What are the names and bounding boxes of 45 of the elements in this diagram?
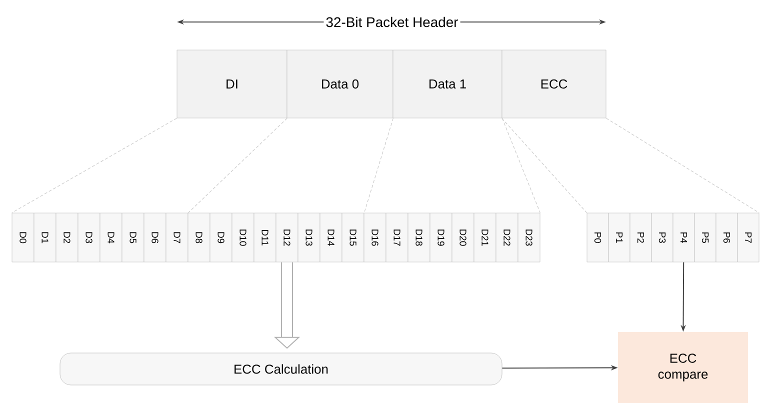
expansion-line [188, 118, 288, 214]
bit-cell: P0 [586, 212, 609, 262]
bit-cell: D9 [210, 212, 232, 262]
bit-cell: D0 [12, 212, 34, 262]
bit-cell: D18 [408, 212, 430, 262]
bit-cell: P7 [737, 212, 760, 262]
header-field-box: DI [176, 50, 288, 118]
bit-cell: D14 [320, 212, 342, 262]
expansion-line [502, 118, 540, 214]
compare-box: ECC compare [618, 332, 748, 403]
bit-cell: D8 [188, 212, 210, 262]
expansion-line [12, 118, 178, 214]
bit-cell: D3 [78, 212, 100, 262]
bit-cell: D22 [496, 212, 518, 262]
expansion-line [502, 118, 588, 214]
title: 32-Bit Packet Header [324, 14, 460, 30]
bit-cell: D16 [364, 212, 386, 262]
header-field-box: Data 1 [392, 50, 502, 118]
bit-cell: D23 [518, 212, 540, 262]
bit-cell: P3 [651, 212, 674, 262]
expansion-line [364, 118, 394, 214]
bit-cell: D19 [430, 212, 452, 262]
bit-cell: D15 [342, 212, 364, 262]
expansion-line [606, 118, 760, 214]
bit-cell: D21 [474, 212, 496, 262]
bit-cell: D20 [452, 212, 474, 262]
bit-cell: D6 [144, 212, 166, 262]
bit-cell: D1 [34, 212, 56, 262]
bit-cell: D13 [298, 212, 320, 262]
bit-cell: D17 [386, 212, 408, 262]
calculation-box: ECC Calculation [60, 352, 502, 386]
bit-cell: D5 [122, 212, 144, 262]
header-field-box: ECC [502, 50, 606, 118]
bit-cell: P4 [672, 212, 695, 262]
bit-cell: P6 [716, 212, 738, 262]
header-field-box: Data 0 [286, 50, 394, 118]
bit-cell: D7 [166, 212, 188, 262]
bit-cell: P2 [630, 212, 652, 262]
bit-cell: D4 [100, 212, 122, 262]
bit-cell: P5 [694, 212, 716, 262]
bit-cell: D11 [254, 212, 276, 262]
bit-cell: D10 [232, 212, 254, 262]
bit-cell: D12 [276, 212, 298, 262]
bit-cell: D2 [56, 212, 78, 262]
bit-cell: P1 [608, 212, 630, 262]
